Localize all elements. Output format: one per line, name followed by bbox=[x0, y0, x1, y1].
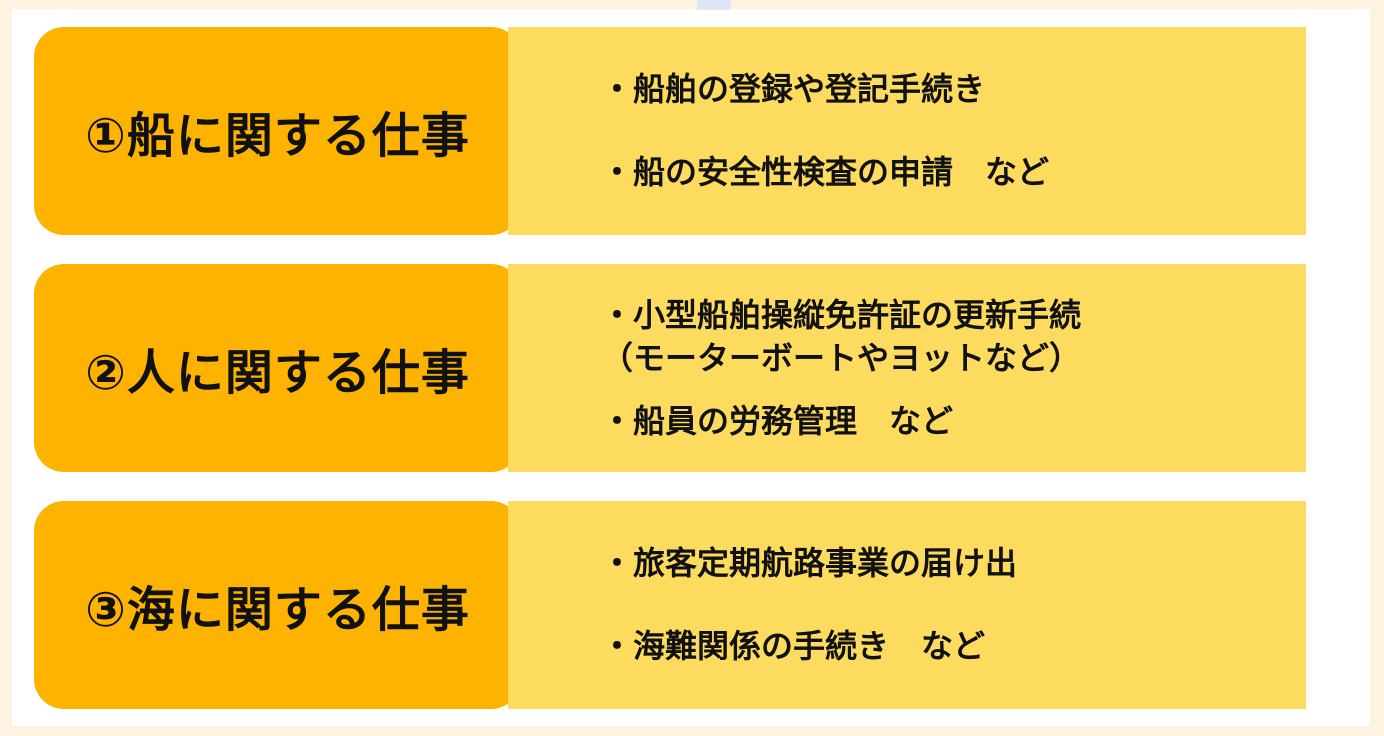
category-label: ③海に関する仕事 bbox=[85, 582, 470, 638]
category-row-sea: ③海に関する仕事 ・旅客定期航路事業の届け出 ・海難関係の手続き など bbox=[34, 501, 1306, 709]
category-row-ship: ①船に関する仕事 ・船舶の登録や登記手続き ・船の安全性検査の申請 など bbox=[34, 27, 1306, 235]
detail-item: ・船の安全性検査の申請 など bbox=[601, 153, 1050, 191]
category-detail-box: ・旅客定期航路事業の届け出 ・海難関係の手続き など bbox=[508, 501, 1306, 709]
detail-list: ・船舶の登録や登記手続き ・船の安全性検査の申請 など bbox=[601, 27, 1266, 235]
detail-item: ・小型船舶操縦免許証の更新手続 bbox=[601, 295, 1082, 334]
top-marker bbox=[697, 0, 731, 10]
category-detail-box: ・船舶の登録や登記手続き ・船の安全性検査の申請 など bbox=[508, 27, 1306, 235]
category-label-box: ③海に関する仕事 bbox=[34, 501, 521, 709]
detail-item: ・旅客定期航路事業の届け出 bbox=[601, 544, 1018, 582]
detail-list: ・旅客定期航路事業の届け出 ・海難関係の手続き など bbox=[601, 501, 1266, 709]
category-label: ①船に関する仕事 bbox=[85, 108, 470, 164]
category-label-box: ②人に関する仕事 bbox=[34, 264, 521, 472]
category-row-people: ②人に関する仕事 ・小型船舶操縦免許証の更新手続 （モーターボートやヨットなど）… bbox=[34, 264, 1306, 472]
detail-item-note: （モーターボートやヨットなど） bbox=[601, 338, 1082, 377]
category-detail-box: ・小型船舶操縦免許証の更新手続 （モーターボートやヨットなど） ・船員の労務管理… bbox=[508, 264, 1306, 472]
detail-item: ・海難関係の手続き など bbox=[601, 627, 986, 665]
detail-item: ・船員の労務管理 など bbox=[601, 401, 954, 440]
category-label-box: ①船に関する仕事 bbox=[34, 27, 521, 235]
detail-list: ・小型船舶操縦免許証の更新手続 （モーターボートやヨットなど） ・船員の労務管理… bbox=[601, 264, 1266, 472]
detail-item: ・船舶の登録や登記手続き bbox=[601, 70, 986, 108]
category-label: ②人に関する仕事 bbox=[85, 345, 470, 401]
